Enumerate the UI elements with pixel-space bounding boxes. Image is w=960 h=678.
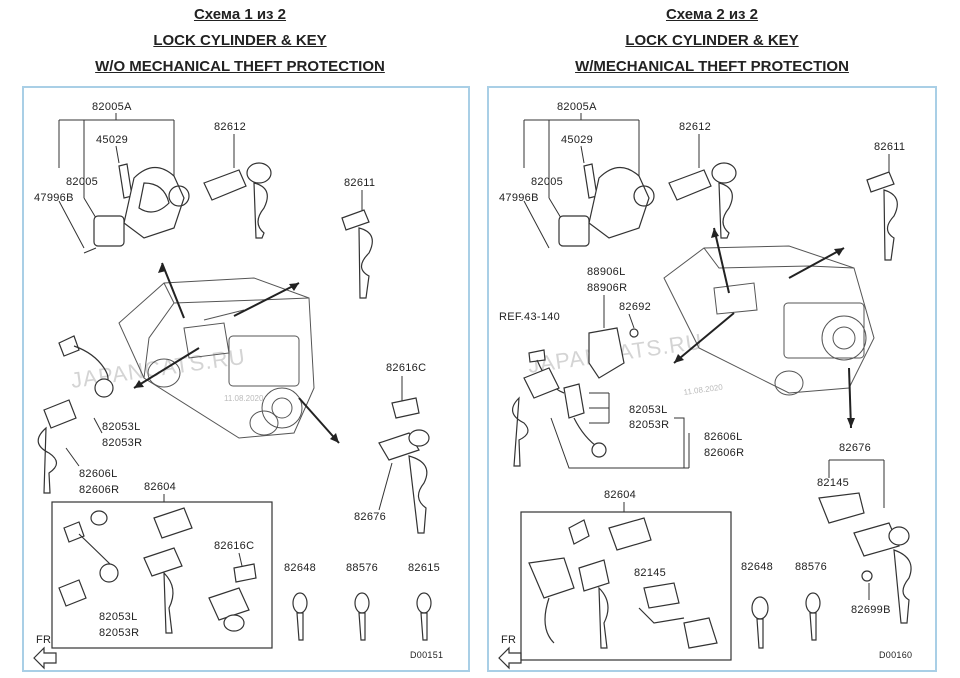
- key-and-lock-icon: [866, 171, 898, 261]
- ignition-switch-assembly: [83, 163, 190, 254]
- date-stamp: 11.08.2020: [683, 383, 724, 397]
- tailgate-lock-cylinder-icon: [378, 429, 430, 534]
- key-and-lock-icon: [341, 209, 373, 299]
- part-number-45029[interactable]: 45029: [561, 134, 593, 146]
- part-number-82145[interactable]: 82145: [817, 477, 849, 489]
- part-number-82606L[interactable]: 82606L: [79, 468, 118, 480]
- part-number-82612[interactable]: 82612: [214, 121, 246, 133]
- ignition-switch-assembly: [558, 163, 655, 247]
- diagram-code: D00160: [879, 650, 912, 660]
- part-number-82648[interactable]: 82648: [741, 561, 773, 573]
- part-number-82604[interactable]: 82604: [144, 481, 176, 493]
- part-number-82005A[interactable]: 82005A: [557, 101, 597, 113]
- part-number-82611[interactable]: 82611: [344, 177, 375, 189]
- part-number-82053R[interactable]: 82053R: [102, 437, 142, 449]
- part-number-82604[interactable]: 82604: [604, 489, 636, 501]
- header-scheme-label: Схема 2 из 2: [665, 6, 759, 23]
- lock-kit-parts: [58, 507, 257, 634]
- diagram-1-panel[interactable]: JAPANCATS.RU 11.08.2020 82005A 45029 820…: [22, 86, 470, 672]
- part-number-82005A[interactable]: 82005A: [92, 101, 132, 113]
- direction-arrows: [673, 227, 855, 429]
- header-scheme-label: Схема 1 из 2: [193, 6, 287, 23]
- part-number-88906L[interactable]: 88906L: [587, 266, 626, 278]
- part-number-82676[interactable]: 82676: [839, 442, 871, 454]
- part-number-88576[interactable]: 88576: [346, 562, 378, 574]
- vehicle-outline: [118, 277, 315, 439]
- reference-label: REF.43-140: [499, 311, 560, 323]
- header-subtitle: W/O MECHANICAL THEFT PROTECTION: [95, 58, 385, 75]
- front-direction-label: FR: [36, 634, 51, 646]
- part-number-88576[interactable]: 88576: [795, 561, 827, 573]
- part-number-82005[interactable]: 82005: [66, 176, 98, 188]
- diagram-code: D00151: [410, 650, 443, 660]
- lock-kit-parts: [528, 517, 718, 649]
- part-number-47996B[interactable]: 47996B: [34, 192, 74, 204]
- header-title: LOCK CYLINDER & KEY: [625, 32, 799, 49]
- part-number-45029[interactable]: 45029: [96, 134, 128, 146]
- vehicle-outline: [663, 245, 875, 396]
- key-icon: [416, 592, 432, 641]
- front-direction-label: FR: [501, 634, 516, 646]
- part-number-82676[interactable]: 82676: [354, 511, 386, 523]
- part-number-82053L[interactable]: 82053L: [629, 404, 668, 416]
- kit-82604-box: [520, 511, 732, 661]
- key-icon: [292, 592, 308, 641]
- part-number-82053R[interactable]: 82053R: [629, 419, 669, 431]
- part-number-82699B[interactable]: 82699B: [851, 604, 891, 616]
- parts-diagram-2: JAPANCATS.RU 11.08.2020 82005A 45029 820…: [498, 101, 912, 670]
- part-number-82648[interactable]: 82648: [284, 562, 316, 574]
- header-title: LOCK CYLINDER & KEY: [153, 32, 327, 49]
- key-icon: [354, 592, 370, 641]
- diagram-2-header: Схема 2 из 2 LOCK CYLINDER & KEY W/MECHA…: [472, 2, 952, 80]
- diagram-2-panel[interactable]: JAPANCATS.RU 11.08.2020 82005A 45029 820…: [487, 86, 937, 672]
- part-number-82053L[interactable]: 82053L: [99, 611, 138, 623]
- door-handle-lock-assembly: [512, 327, 639, 467]
- tailgate-lock-cylinder-icon: [818, 492, 912, 624]
- part-number-82615[interactable]: 82615: [408, 562, 440, 574]
- part-number-82611[interactable]: 82611: [874, 141, 905, 153]
- date-stamp: 11.08.2020: [224, 394, 264, 403]
- part-number-88906R[interactable]: 88906R: [587, 282, 627, 294]
- direction-arrows: [133, 262, 340, 444]
- part-number-82145[interactable]: 82145: [634, 567, 666, 579]
- front-arrow-icon: [498, 646, 522, 670]
- door-lock-cylinder-key-icon: [668, 162, 737, 239]
- part-number-82005[interactable]: 82005: [531, 176, 563, 188]
- door-handle-lock-assembly: [37, 335, 114, 494]
- part-number-47996B[interactable]: 47996B: [499, 192, 539, 204]
- part-number-82612[interactable]: 82612: [679, 121, 711, 133]
- key-icon: [751, 596, 769, 649]
- diagram-1-header: Схема 1 из 2 LOCK CYLINDER & KEY W/O MEC…: [0, 2, 480, 80]
- part-number-82616C[interactable]: 82616C: [214, 540, 254, 552]
- part-number-82616C[interactable]: 82616C: [386, 362, 426, 374]
- part-number-82606R[interactable]: 82606R: [704, 447, 744, 459]
- key-icon: [805, 592, 821, 641]
- part-number-82692[interactable]: 82692: [619, 301, 651, 313]
- bracket-icon: [391, 397, 420, 419]
- kit-82604-box: [51, 501, 273, 649]
- header-subtitle: W/MECHANICAL THEFT PROTECTION: [575, 58, 849, 75]
- part-number-82606L[interactable]: 82606L: [704, 431, 743, 443]
- door-lock-cylinder-key-icon: [203, 162, 272, 239]
- part-number-82053R[interactable]: 82053R: [99, 627, 139, 639]
- part-number-82053L[interactable]: 82053L: [102, 421, 141, 433]
- part-number-82606R[interactable]: 82606R: [79, 484, 119, 496]
- parts-diagram-1: JAPANCATS.RU 11.08.2020 82005A 45029 820…: [33, 101, 443, 670]
- front-arrow-icon: [33, 646, 57, 670]
